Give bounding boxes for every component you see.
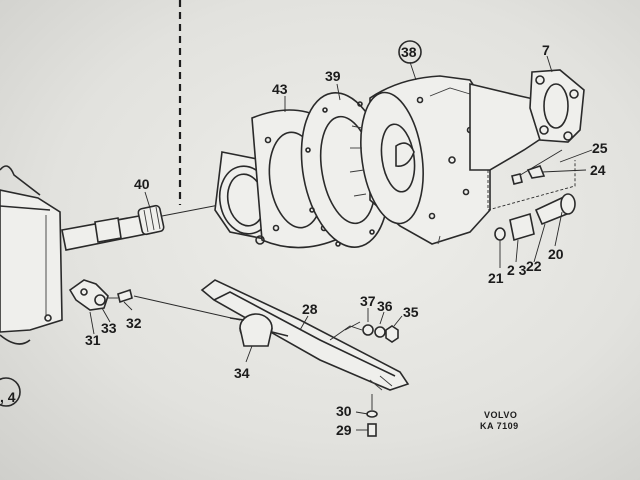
part-label-23: 2 3 <box>507 262 527 278</box>
brand-name: VOLVO <box>484 410 517 420</box>
part-label-7: 7 <box>542 42 550 58</box>
part-label-34: 34 <box>234 365 250 381</box>
part-label-29: 29 <box>336 422 352 438</box>
part-label-39: 39 <box>325 68 341 84</box>
rear-extension <box>469 69 585 171</box>
part-label-40: 40 <box>134 176 150 192</box>
bolt-washer-set <box>366 394 378 437</box>
part-label-21: 21 <box>488 270 504 286</box>
propeller-shaft <box>61 199 246 251</box>
part-label-24: 24 <box>590 162 606 178</box>
part-label-28: 28 <box>302 301 318 317</box>
part-label-4: , 4 <box>0 389 16 405</box>
callout-circle-4 <box>0 377 21 407</box>
callout-circle-38 <box>398 40 422 64</box>
part-label-31: 31 <box>85 332 101 348</box>
overdrive-housing <box>349 75 491 245</box>
part-label-22: 22 <box>526 258 542 274</box>
part-label-35: 35 <box>403 304 419 320</box>
part-label-33: 33 <box>101 320 117 336</box>
leader-lines <box>89 55 593 431</box>
part-label-43: 43 <box>272 81 288 97</box>
part-label-30: 30 <box>336 403 352 419</box>
part-label-32: 32 <box>126 315 142 331</box>
nut-washer-set <box>329 324 399 343</box>
part-label-25: 25 <box>592 140 608 156</box>
part-label-37: 37 <box>360 293 376 309</box>
part-label-36: 36 <box>377 298 393 314</box>
speedometer-gear-group <box>487 149 576 242</box>
support-bracket <box>68 279 241 321</box>
drawing-code: KA 7109 <box>480 421 519 431</box>
part-label-20: 20 <box>548 246 564 262</box>
rubber-mount <box>229 313 289 347</box>
part-label-38: 38 <box>401 44 417 60</box>
gearbox-housing <box>0 165 63 407</box>
